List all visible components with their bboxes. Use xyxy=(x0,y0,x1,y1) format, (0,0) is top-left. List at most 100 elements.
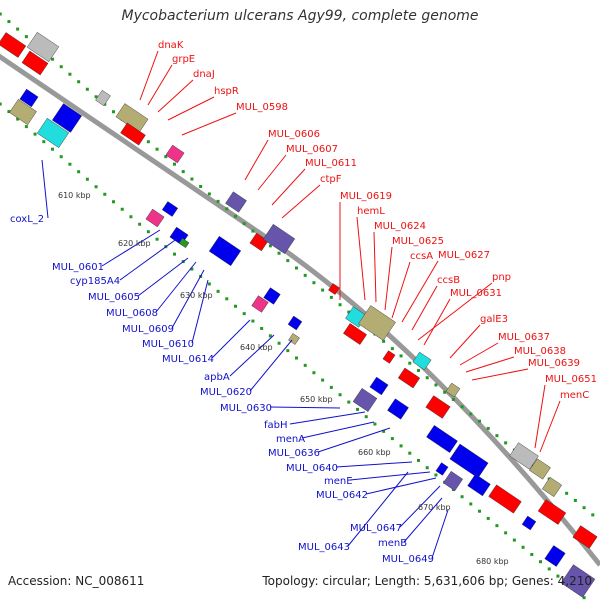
reverse-gene-labels: coxL_2MUL_0601cyp185A4MUL_0605MUL_0608MU… xyxy=(10,214,434,565)
kbp-tick-label: 620 kbp xyxy=(118,239,151,248)
forward-gene-label: MUL_0637 xyxy=(498,332,550,343)
leader-line xyxy=(244,139,269,181)
reverse-gene-label: MUL_0643 xyxy=(298,542,350,553)
tick-mark xyxy=(451,397,455,401)
leader-line xyxy=(403,497,443,543)
tick-mark xyxy=(251,229,255,233)
leader-line xyxy=(281,184,321,219)
kbp-tick-label: 680 kbp xyxy=(476,557,509,566)
tick-mark xyxy=(399,354,403,358)
tick-mark xyxy=(112,110,115,114)
gene-feature xyxy=(208,235,242,267)
leader-line xyxy=(147,64,173,106)
leader-line xyxy=(449,324,481,359)
gene-feature xyxy=(52,103,82,133)
forward-gene-label: hspR xyxy=(214,86,239,97)
gene-feature xyxy=(488,484,522,514)
leader-line xyxy=(41,159,49,219)
tick-mark xyxy=(399,444,403,448)
tick-mark xyxy=(408,451,412,455)
reverse-gene-label: MUL_0609 xyxy=(122,324,174,335)
forward-gene-label: MUL_0607 xyxy=(286,144,338,155)
tick-mark xyxy=(582,596,586,600)
forward-gene-label: MUL_0625 xyxy=(392,236,444,247)
tick-mark xyxy=(321,378,325,382)
reverse-gene-label: menE xyxy=(324,476,353,487)
tick-mark xyxy=(460,405,464,409)
gene-feature xyxy=(397,367,421,389)
gene-feature xyxy=(382,350,396,364)
tick-mark xyxy=(173,252,176,256)
leader-line xyxy=(365,477,437,495)
tick-mark xyxy=(329,295,333,299)
reverse-gene-label: MUL_0601 xyxy=(52,262,104,273)
leader-line xyxy=(119,237,179,281)
leader-line xyxy=(137,257,189,297)
leader-line xyxy=(423,298,451,346)
tick-mark xyxy=(478,509,481,513)
reverse-gene-label: fabH xyxy=(264,420,288,431)
tick-mark xyxy=(321,288,325,292)
tick-mark xyxy=(312,371,316,375)
forward-gene-label: MUL_0598 xyxy=(236,102,288,113)
forward-gene-label: pnp xyxy=(492,272,511,283)
reverse-gene-label: cyp185A4 xyxy=(70,276,120,287)
gene-feature xyxy=(161,201,179,217)
tick-mark xyxy=(347,310,351,314)
leader-line xyxy=(301,421,375,439)
forward-gene-label: MUL_0627 xyxy=(438,250,490,261)
tick-mark xyxy=(24,35,28,39)
kbp-tick-label: 610 kbp xyxy=(58,191,91,200)
tick-mark xyxy=(24,125,28,129)
gene-feature xyxy=(328,283,340,295)
reverse-gene-label: MUL_0649 xyxy=(382,554,434,565)
tick-mark xyxy=(16,117,20,121)
reverse-gene-label: menA xyxy=(276,434,305,445)
tick-mark xyxy=(16,27,20,31)
leader-line xyxy=(155,261,197,313)
leader-line xyxy=(157,79,194,113)
kbp-tick-label: 630 kbp xyxy=(180,291,213,300)
gene-feature xyxy=(95,89,111,107)
leader-line xyxy=(384,246,393,311)
leader-line xyxy=(249,339,293,392)
gene-feature xyxy=(262,223,296,255)
tick-mark xyxy=(0,102,2,106)
tick-mark xyxy=(286,259,290,263)
leader-line xyxy=(459,342,499,366)
forward-gene-label: ccsB xyxy=(437,275,460,286)
reverse-gene-label: MUL_0647 xyxy=(350,523,402,534)
leader-line xyxy=(465,356,515,373)
tick-mark xyxy=(417,458,420,462)
tick-mark xyxy=(469,502,473,506)
leader-line xyxy=(356,216,366,301)
forward-gene-labels: dnaKgrpEdnaJhspRMUL_0598MUL_0606MUL_0607… xyxy=(158,40,597,401)
tick-mark xyxy=(504,531,508,535)
tick-mark xyxy=(181,170,185,174)
tick-mark xyxy=(556,574,560,578)
gene-feature xyxy=(435,462,449,476)
tick-mark xyxy=(225,297,229,301)
tick-mark xyxy=(390,347,394,351)
tick-mark xyxy=(530,553,534,557)
tick-mark xyxy=(582,506,586,510)
forward-gene-label: MUL_0611 xyxy=(305,158,357,169)
tick-mark xyxy=(155,237,159,241)
tick-mark xyxy=(173,162,176,166)
gene-feature xyxy=(9,98,37,126)
kbp-tick-label: 640 kbp xyxy=(240,343,273,352)
forward-gene-label: grpE xyxy=(172,54,195,65)
leader-line xyxy=(229,334,275,377)
genome-backbone xyxy=(0,53,600,567)
tick-mark xyxy=(303,363,307,367)
gene-feature xyxy=(249,232,269,252)
tick-mark xyxy=(425,376,429,380)
tick-mark xyxy=(303,273,307,277)
tick-mark xyxy=(85,87,89,91)
gene-feature xyxy=(509,442,539,470)
gene-feature xyxy=(178,237,190,249)
gene-feature xyxy=(287,315,303,331)
tick-mark xyxy=(242,312,246,316)
reverse-gene-label: MUL_0605 xyxy=(88,292,140,303)
tick-mark xyxy=(77,80,81,84)
